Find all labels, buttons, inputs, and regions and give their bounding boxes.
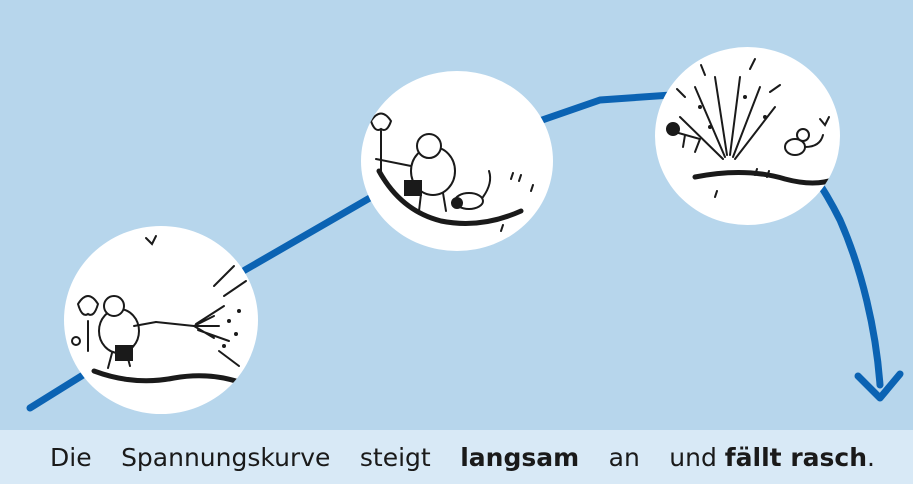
caption-word-und: und — [669, 442, 717, 472]
caption: Die Spannungskurve steigt langsam an und… — [0, 430, 913, 484]
tension-curve-diagram — [0, 0, 913, 430]
caption-period: . — [867, 442, 875, 472]
caption-word-langsam: langsam — [460, 442, 580, 472]
caption-word-spannungskurve: Spannungskurve — [121, 442, 331, 472]
caption-phrase-end: und fällt rasch. — [669, 443, 875, 472]
scene-hose-blocked — [361, 71, 553, 251]
caption-word-steigt: steigt — [359, 442, 431, 472]
caption-word-die: Die — [50, 442, 92, 472]
caption-word-faellt-rasch: fällt rasch — [724, 442, 868, 472]
cartoon-man-spraying-hose-icon — [71, 235, 253, 389]
scene-water-burst — [655, 47, 840, 225]
curve-arrowhead — [854, 370, 904, 402]
caption-word-an: an — [608, 442, 640, 472]
cartoon-man-hose-kinked-by-dog-icon — [370, 112, 534, 232]
cartoon-water-burst-dog-icon — [666, 58, 838, 198]
scene-spraying-hose — [64, 226, 258, 414]
